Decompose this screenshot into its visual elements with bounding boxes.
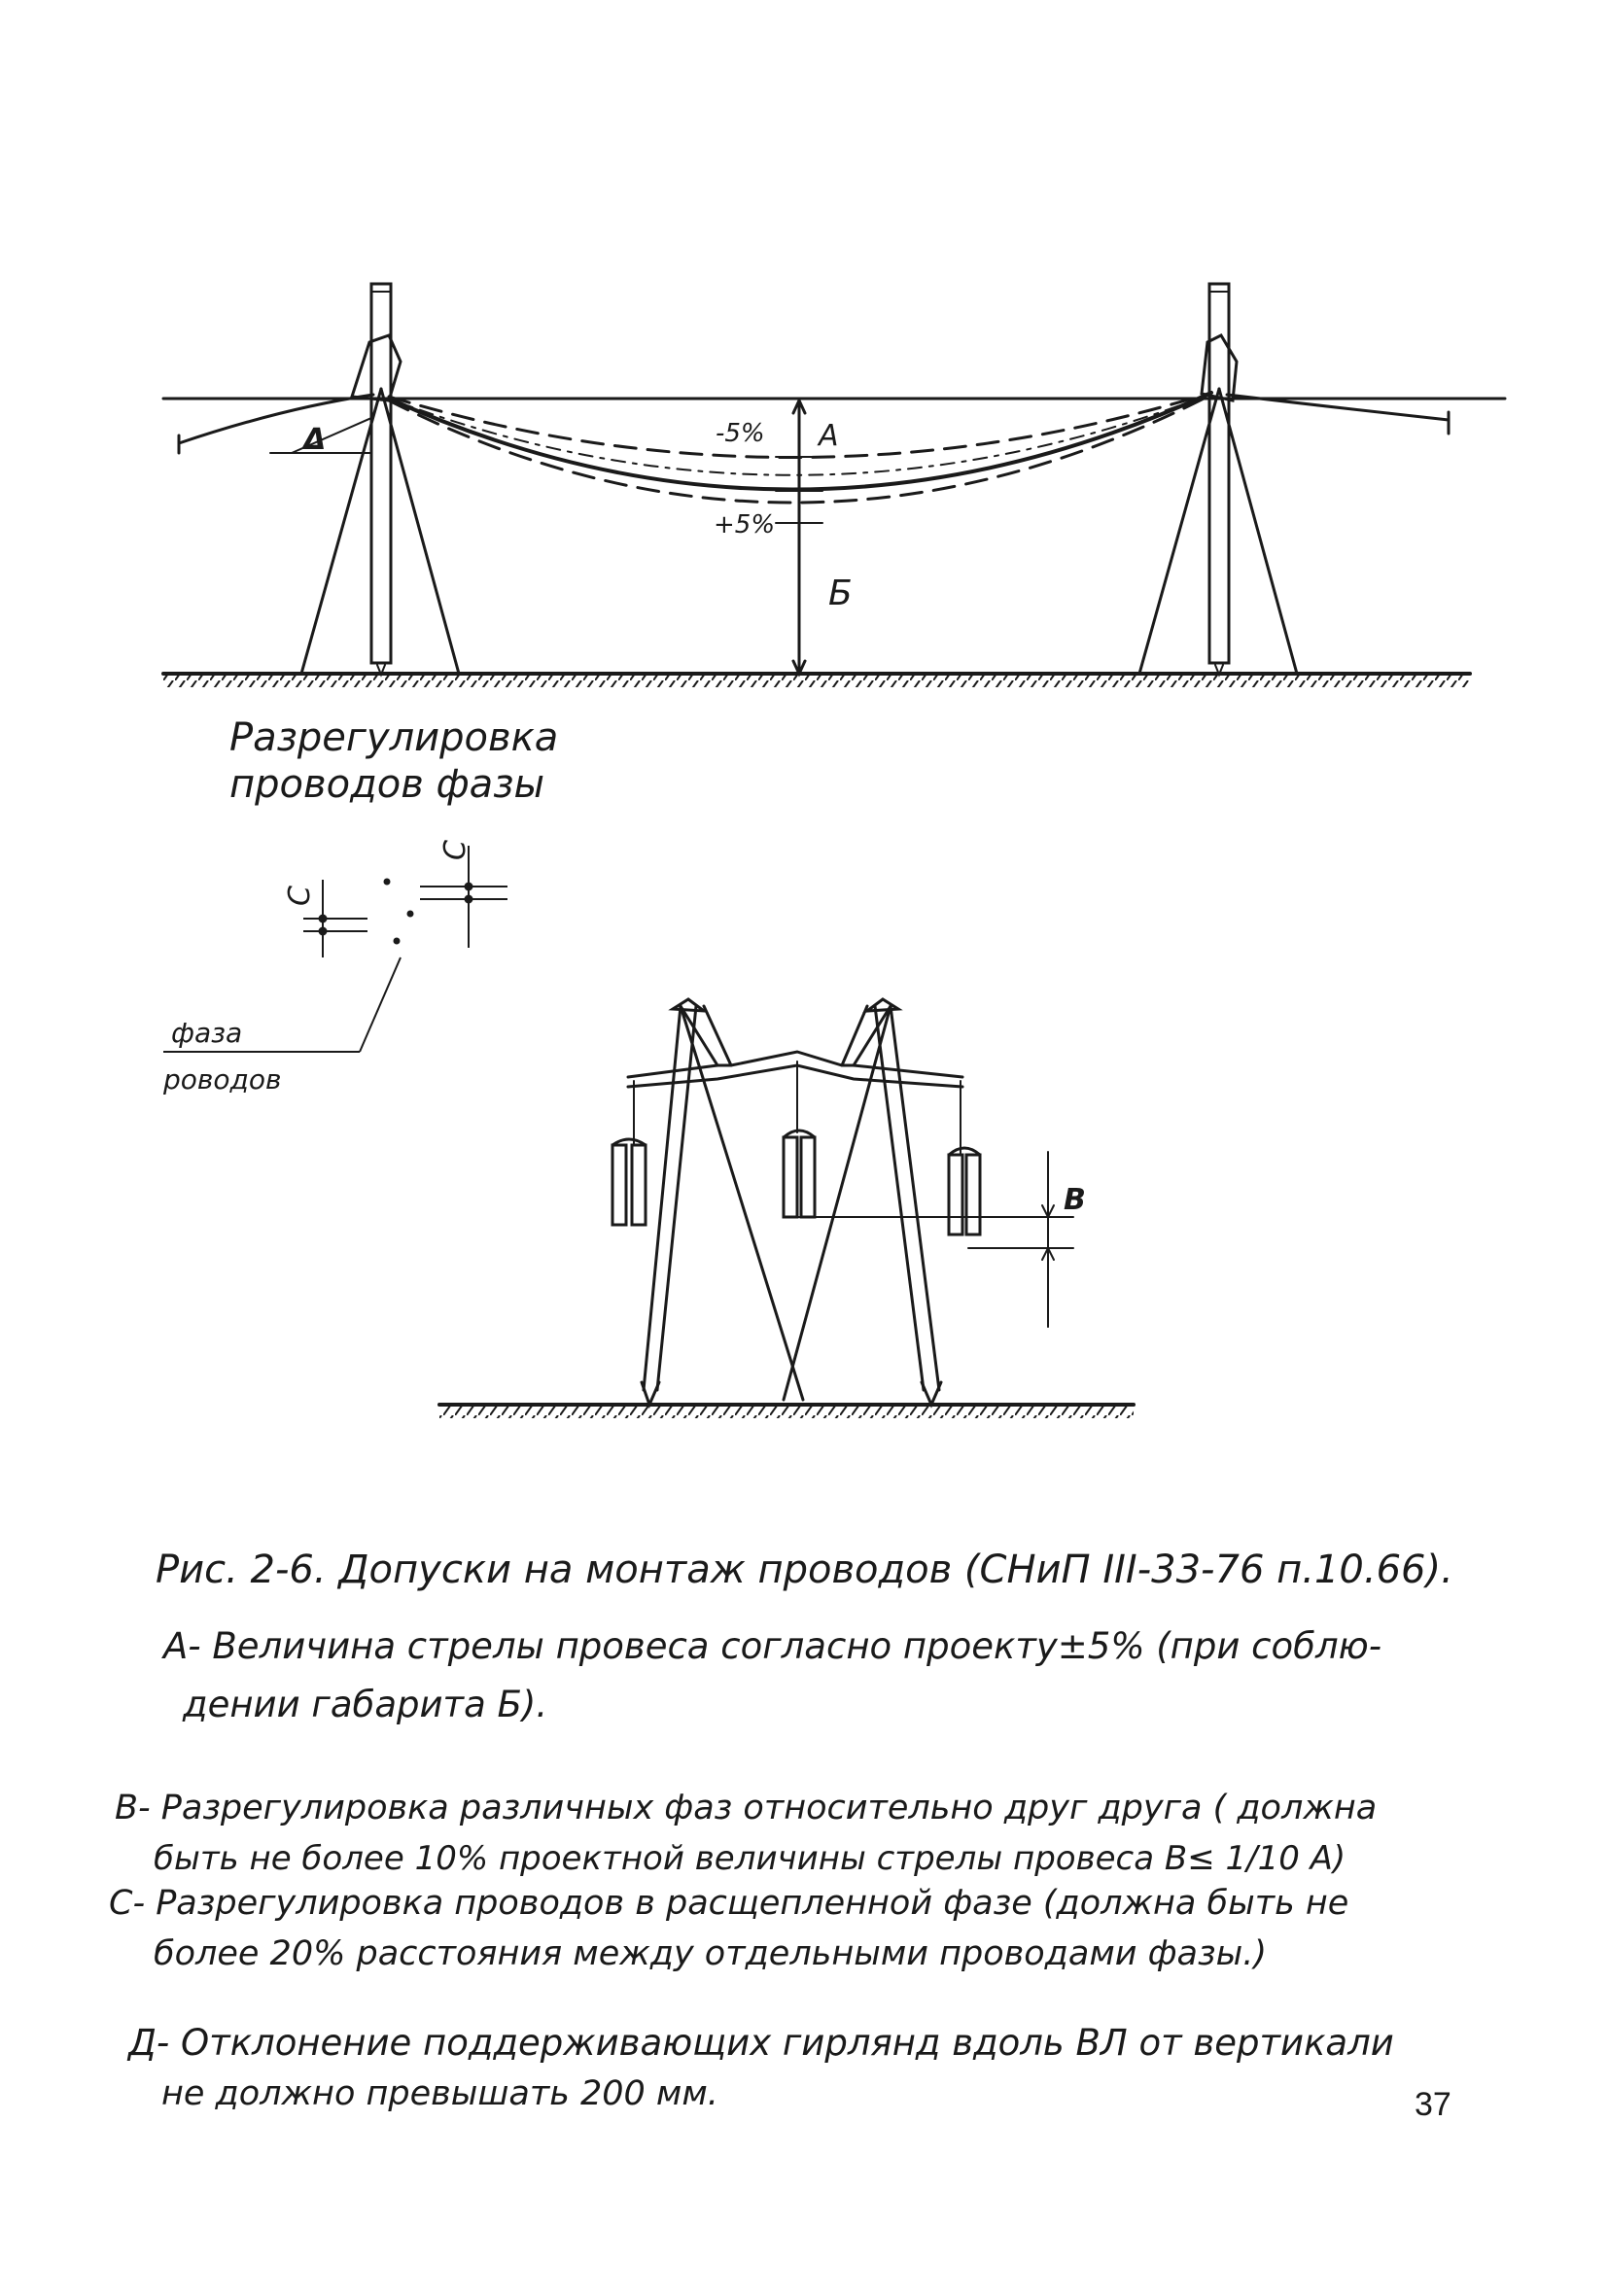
insulator-right bbox=[947, 1146, 982, 1236]
left-end-span bbox=[177, 393, 375, 445]
dimension-v-label: В bbox=[1064, 1183, 1086, 1217]
left-support bbox=[299, 282, 461, 678]
right-end-span bbox=[1225, 393, 1451, 422]
delta-label: Δ bbox=[301, 423, 326, 457]
caption-c-line2: более 20% расстояния между отдельными пр… bbox=[154, 1934, 1268, 1973]
caption-d-line2: не должно превышать 200 мм. bbox=[161, 2074, 718, 2113]
caption-b-line2: быть не более 10% проектной величины стр… bbox=[154, 1839, 1346, 1878]
c-label-left: С bbox=[283, 886, 317, 906]
page-number: 37 bbox=[1415, 2086, 1451, 2123]
ground-hatch-2 bbox=[439, 1405, 1134, 1418]
insulator-left bbox=[611, 1137, 647, 1227]
caption-d-line1: Д- Отклонение поддерживающих гирлянд вдо… bbox=[128, 2022, 1394, 2064]
phase-label-2: роводов bbox=[162, 1063, 282, 1096]
caption-b-line1: В- Разрегулировка различных фаз относите… bbox=[115, 1789, 1378, 1827]
tower-phases-figure bbox=[437, 997, 1136, 1418]
dimension-a-label: А bbox=[817, 419, 839, 453]
insulator-middle bbox=[782, 1129, 817, 1219]
c-label-right: С bbox=[438, 840, 472, 860]
right-support bbox=[1137, 282, 1299, 678]
phase-label-1: фаза bbox=[171, 1017, 242, 1049]
ground-hatch-1 bbox=[163, 674, 1470, 687]
caption-a-line2: дении габарита Б). bbox=[183, 1684, 548, 1725]
phase-detail-title-2: проводов фазы bbox=[229, 762, 544, 807]
span-sag-figure bbox=[161, 282, 1507, 687]
dimension-b-label: Б bbox=[828, 574, 853, 613]
caption-a-line1: А- Величина стрелы провеса согласно прое… bbox=[163, 1625, 1382, 1667]
sag-plus-label: +5% bbox=[714, 510, 775, 539]
figure-caption-title: Рис. 2-6. Допуски на монтаж проводов (СН… bbox=[156, 1548, 1453, 1592]
phase-detail-title-1: Разрегулировка bbox=[229, 715, 558, 760]
caption-c-line1: С- Разрегулировка проводов в расщепленно… bbox=[109, 1884, 1349, 1923]
phase-conductors-detail bbox=[163, 846, 507, 1053]
sag-minus-label: -5% bbox=[716, 419, 765, 448]
